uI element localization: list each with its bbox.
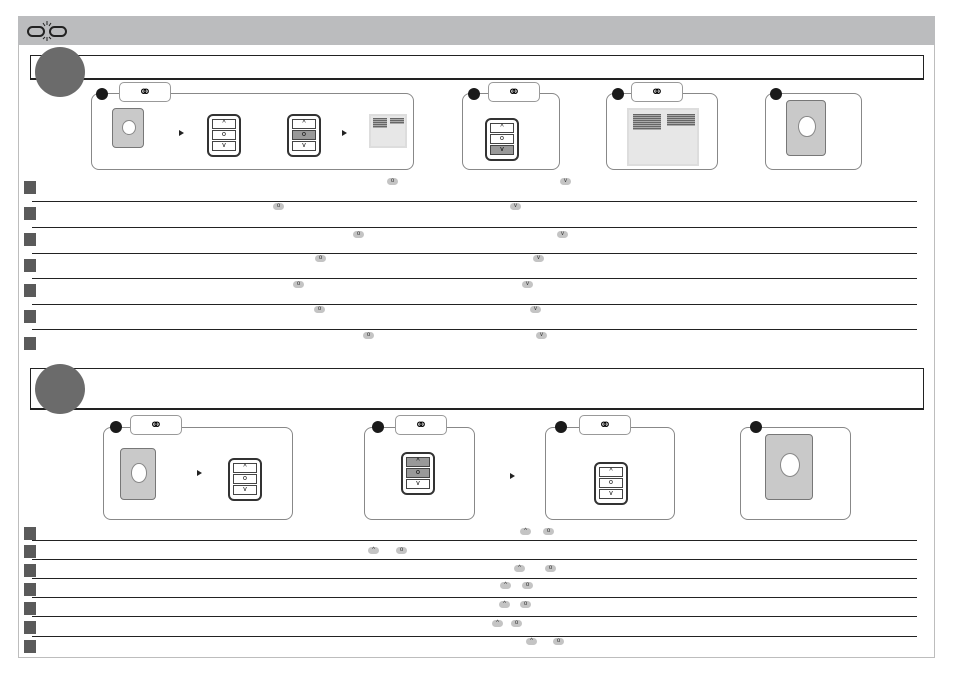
step-number-square (24, 259, 36, 272)
step-panel-8 (740, 427, 851, 520)
row-divider (32, 304, 917, 305)
link-tab: ⚭ (395, 415, 447, 435)
arrow-icon (197, 470, 202, 476)
stop-button-icon: o (511, 620, 522, 627)
link-tab: ⚭ (579, 415, 631, 435)
stop-button-icon: o (520, 601, 531, 608)
stop-button-icon: o (314, 306, 325, 313)
wall-remote-image (786, 100, 826, 156)
step-number-square (24, 207, 36, 220)
arrow-icon (342, 130, 347, 136)
step-panel-3 (606, 93, 718, 170)
step-number-square (24, 640, 36, 653)
stop-button-icon: o (363, 332, 374, 339)
stop-button-icon: o (553, 638, 564, 645)
up-button-icon: ^ (368, 547, 379, 554)
stop-button-icon: o (543, 528, 554, 535)
step-dot (555, 421, 567, 433)
link-tab: ⚭ (488, 82, 540, 102)
step-number-square (24, 527, 36, 540)
step-number-square (24, 337, 36, 350)
stop-button-icon: o (387, 178, 398, 185)
step-dot (110, 421, 122, 433)
link-tab: ⚭ (631, 82, 683, 102)
row-divider (32, 278, 917, 279)
step-number-square (24, 545, 36, 558)
window-image (627, 108, 699, 166)
stop-button-icon: o (273, 203, 284, 210)
down-button-icon: v (510, 203, 521, 210)
step-panel-4 (765, 93, 862, 170)
step-number-square (24, 310, 36, 323)
stop-button-icon: o (545, 565, 556, 572)
arrow-icon (510, 473, 515, 479)
row-divider (32, 540, 917, 541)
up-button-icon: ^ (520, 528, 531, 535)
window-image (369, 114, 407, 148)
down-button-icon: v (530, 306, 541, 313)
up-button-icon: ^ (514, 565, 525, 572)
step-number-square (24, 621, 36, 634)
up-button-icon: ^ (500, 582, 511, 589)
stop-button-icon: o (315, 255, 326, 262)
header-bar (18, 16, 935, 45)
stop-button-icon: o (396, 547, 407, 554)
step-number-square (24, 181, 36, 194)
link-tab: ⚭ (119, 82, 171, 102)
up-button-icon: ^ (499, 601, 510, 608)
section-1-title-box (30, 55, 924, 80)
row-divider (32, 559, 917, 560)
down-button-icon: v (536, 332, 547, 339)
step-number-square (24, 233, 36, 246)
step-dot (612, 88, 624, 100)
row-divider (32, 329, 917, 330)
arrow-icon (179, 130, 184, 136)
row-divider (32, 578, 917, 579)
section-2-badge (35, 364, 85, 414)
row-divider (32, 253, 917, 254)
step-dot (770, 88, 782, 100)
stop-button-icon: o (522, 582, 533, 589)
step-dot (96, 88, 108, 100)
row-divider (32, 616, 917, 617)
link-icon (27, 21, 67, 41)
row-divider (32, 227, 917, 228)
down-button-icon: v (522, 281, 533, 288)
step-number-square (24, 284, 36, 297)
wall-remote-image (120, 448, 156, 500)
up-button-icon: ^ (526, 638, 537, 645)
up-button-icon: ^ (492, 620, 503, 627)
step-number-square (24, 602, 36, 615)
link-tab: ⚭ (130, 415, 182, 435)
row-divider (32, 636, 917, 637)
step-dot (372, 421, 384, 433)
down-button-icon: v (533, 255, 544, 262)
down-button-icon: v (560, 178, 571, 185)
step-number-square (24, 583, 36, 596)
stop-button-icon: o (293, 281, 304, 288)
stop-button-icon: o (353, 231, 364, 238)
down-button-icon: v (557, 231, 568, 238)
step-dot (750, 421, 762, 433)
step-number-square (24, 564, 36, 577)
section-2-title-box (30, 368, 924, 410)
section-1-badge (35, 47, 85, 97)
step-dot (468, 88, 480, 100)
row-divider (32, 201, 917, 202)
row-divider (32, 597, 917, 598)
wall-remote-image (765, 434, 813, 500)
wall-remote-image (112, 108, 144, 148)
